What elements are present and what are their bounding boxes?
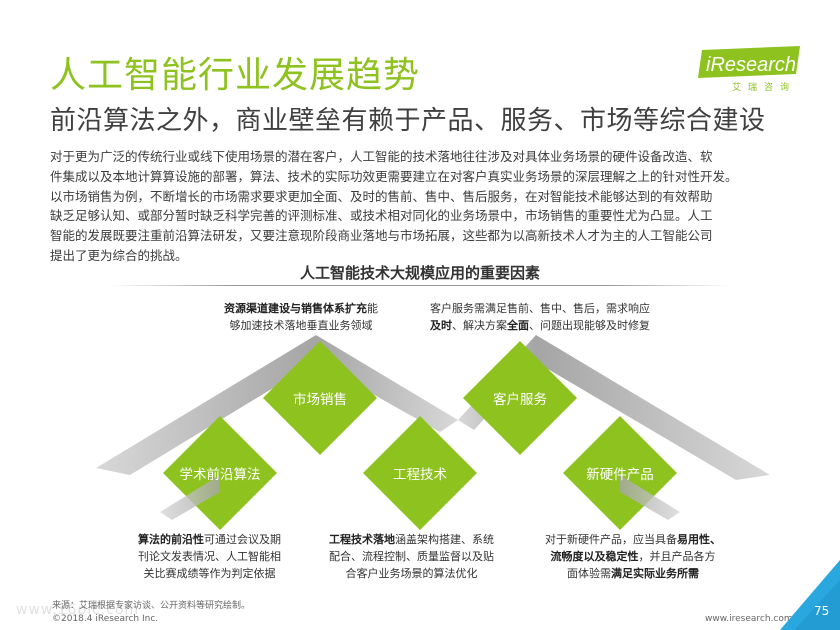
roof-lower-left xyxy=(160,475,220,520)
desc-hardware: 对于新硬件产品，应当具备易用性、 流畅度以及稳定性，并且产品各方 面体验需满足实… xyxy=(545,533,721,580)
diamond-label-engineering: 工程技术 xyxy=(393,467,447,483)
body-line: 缺乏足够认知、或部分暂时缺乏科学完善的评测标准、或技术相对同化的业务场景中，市场… xyxy=(50,208,713,224)
body-paragraph: 对于更为广泛的传统行业或线下使用场景的潜在客户，人工智能的技术落地往往涉及对具体… xyxy=(50,147,798,266)
diamond-market xyxy=(263,341,377,455)
diamond-service xyxy=(463,341,577,455)
diamond-engineering xyxy=(363,416,477,530)
watermark-text: www.16pic.com xyxy=(16,602,140,618)
desc-engineering: 工程技术落地涵盖架构搭建、系统 配合、流程控制、质量监督以及贴 合客户业务场景的… xyxy=(329,533,494,580)
desc-market: 资源渠道建设与销售体系扩充能 够加速技术落地垂直业务领域 xyxy=(224,302,378,332)
body-line: 提出了更为综合的挑战。 xyxy=(50,247,188,263)
body-line: 件集成以及本地计算算设施的部署，算法、技术的实际功效更需要建立在对客户真实业务场… xyxy=(50,168,738,184)
section-title: 人工智能技术大规模应用的重要因素 xyxy=(299,264,540,282)
diamond-label-service: 客户服务 xyxy=(493,392,547,408)
corner-triangle xyxy=(780,560,840,630)
roof-mid-a xyxy=(316,335,458,432)
roof-right xyxy=(536,335,770,480)
website-link[interactable]: www.iresearch.com.cn xyxy=(705,614,807,624)
body-line: 智能的发展既要注重前沿算法研发，又要注意现阶段商业落地与市场拓展，这些都为以高新… xyxy=(50,228,713,244)
logo-text: iResearch xyxy=(706,54,796,76)
source-note: 来源：艾瑞根据专家访谈、公开资料等研究绘制。 xyxy=(52,601,251,611)
roof-left xyxy=(96,335,316,475)
desc-service: 客户服务需满足售前、售中、售后，需求响应 及时、解决方案全面、问题出现能够及时修… xyxy=(430,302,650,332)
body-line: 以市场销售为例，不断增长的市场需求要求更加全面、及时的售前、售中、售后服务，在对… xyxy=(50,188,713,204)
page-number: 75 xyxy=(814,604,830,618)
diamond-label-market: 市场销售 xyxy=(293,392,347,408)
diamond-label-academic: 学术前沿算法 xyxy=(179,467,261,483)
iresearch-logo: iResearch xyxy=(696,46,806,101)
factors-diagram xyxy=(96,335,770,530)
roof-lower-right xyxy=(620,475,680,520)
diamond-label-hardware: 新硬件产品 xyxy=(586,467,654,483)
copyright-text: ©2018.4 iResearch Inc. xyxy=(52,614,159,624)
page-title: 人工智能行业发展趋势 xyxy=(50,55,421,96)
body-line: 对于更为广泛的传统行业或线下使用场景的潜在客户，人工智能的技术落地往往涉及对具体… xyxy=(50,149,713,164)
desc-academic: 算法的前沿性可通过会议及期 刊论文发表情况、人工智能相 关比赛成绩等作为判定依据 xyxy=(138,533,281,580)
section-divider xyxy=(110,285,730,286)
page-subtitle: 前沿算法之外，商业壁垒有赖于产品、服务、市场等综合建设 xyxy=(50,106,766,136)
logo-cn-text: 艾瑞咨询 xyxy=(732,83,797,93)
